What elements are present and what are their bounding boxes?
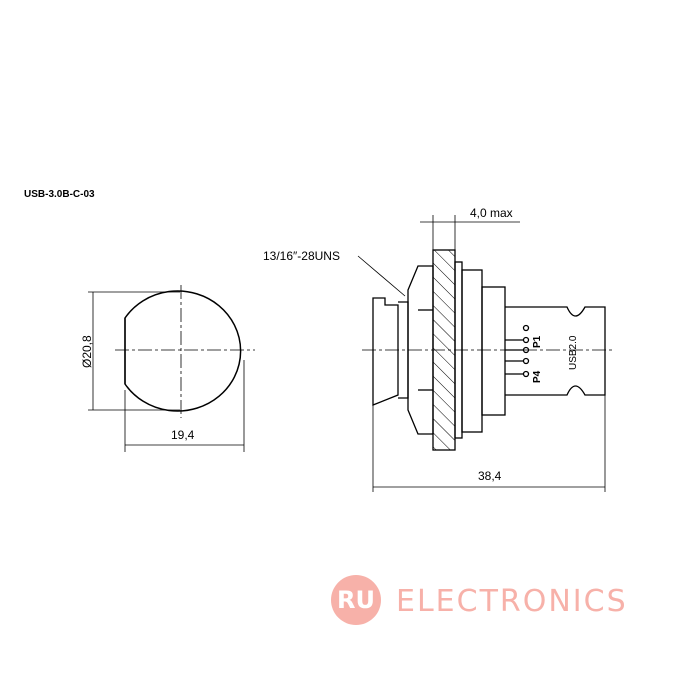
part-number: USB-3.0B-C-03 bbox=[24, 189, 95, 200]
front-width-dimension: 19,4 bbox=[171, 428, 195, 442]
pin-label-p4: P4 bbox=[532, 370, 543, 383]
side-view bbox=[357, 215, 615, 492]
front-view bbox=[88, 285, 255, 452]
diameter-dimension: Ø20,8 bbox=[80, 335, 94, 368]
logo-badge: RU bbox=[331, 575, 381, 625]
pins bbox=[505, 324, 530, 378]
logo-text: ELECTRONICS bbox=[396, 584, 628, 619]
panel-thickness-dimension: 4,0 max bbox=[470, 206, 513, 220]
thread-label: 13/16″-28UNS bbox=[263, 249, 340, 263]
overall-length-dimension: 38,4 bbox=[478, 469, 502, 483]
board-label: USB2.0 bbox=[568, 335, 579, 370]
pin-label-p1: P1 bbox=[532, 335, 543, 348]
